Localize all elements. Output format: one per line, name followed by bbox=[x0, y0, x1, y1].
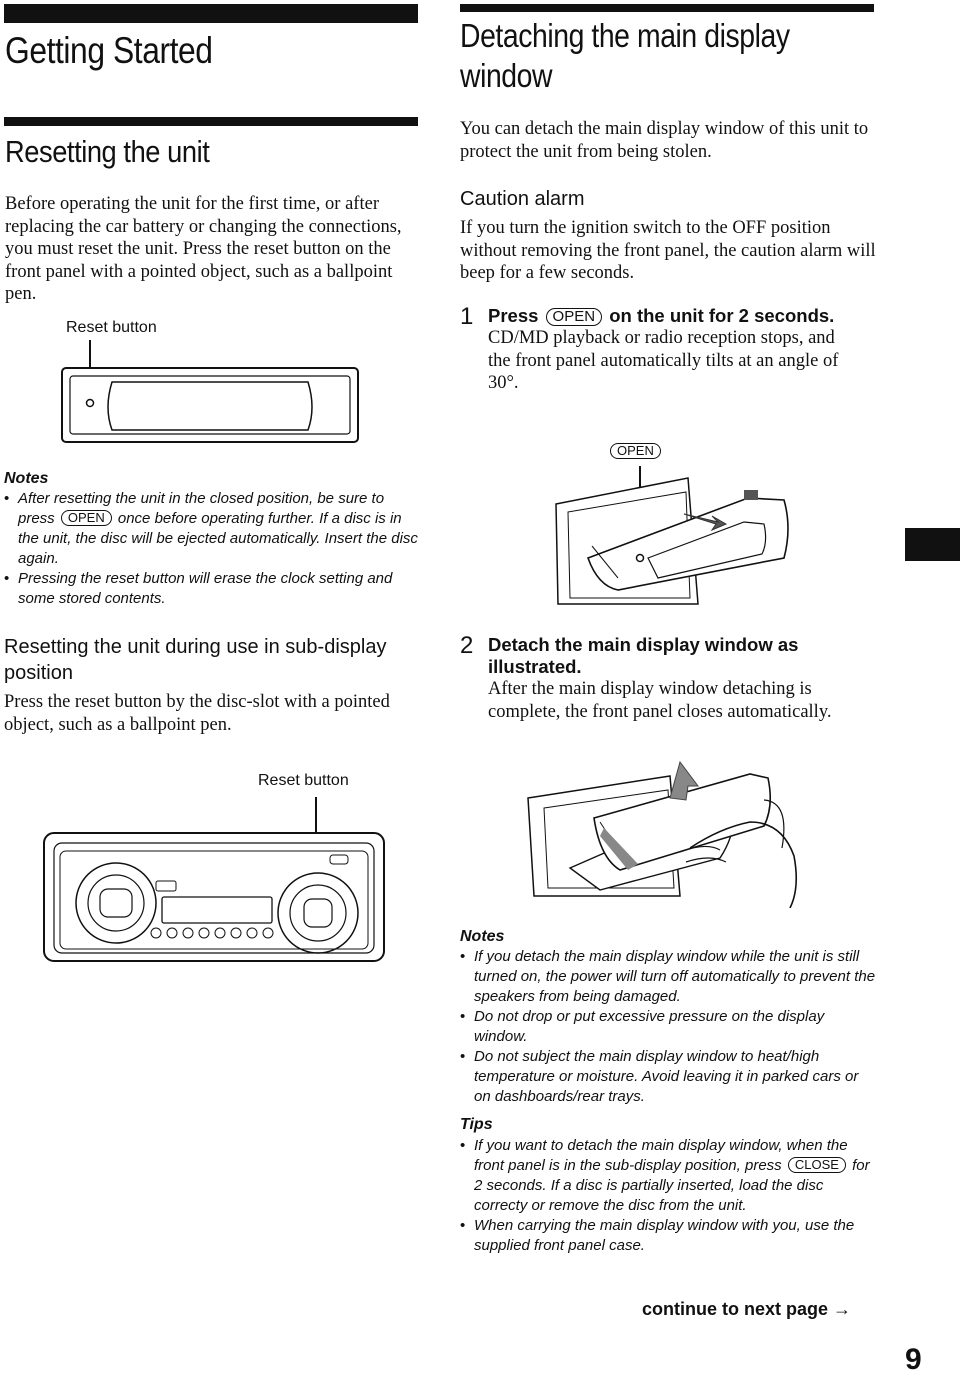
step-2-title: Detach the main display window as illust… bbox=[488, 634, 799, 677]
rule-reset bbox=[4, 117, 418, 126]
note-item: Do not subject the main display window t… bbox=[460, 1047, 876, 1107]
step-1-body: CD/MD playback or radio reception stops,… bbox=[488, 328, 839, 393]
note-item: If you detach the main display window wh… bbox=[460, 947, 876, 1007]
note-text: After resetting the unit in the closed p… bbox=[18, 490, 385, 527]
top-rule-right bbox=[460, 4, 874, 12]
notes-title-left: Notes bbox=[4, 470, 49, 487]
subdisplay-body: Press the reset button by the disc-slot … bbox=[4, 692, 390, 735]
section-tab bbox=[905, 528, 960, 561]
tips-title: Tips bbox=[460, 1116, 493, 1133]
detach-heading-line2: window bbox=[460, 57, 553, 94]
note-text: Do not drop or put excessive pressure on… bbox=[474, 1008, 825, 1045]
arrow-right-icon: → bbox=[833, 1299, 852, 1319]
note-text: once before operating further. If a disc… bbox=[18, 510, 418, 567]
tip-text: When carrying the main display window wi… bbox=[474, 1217, 855, 1254]
note-item: After resetting the unit in the closed p… bbox=[4, 489, 420, 569]
caution-body: If you turn the ignition switch to the O… bbox=[460, 218, 876, 283]
notes-title-right: Notes bbox=[460, 928, 505, 945]
tip-item: When carrying the main display window wi… bbox=[460, 1216, 876, 1256]
reset-button-label: Reset button bbox=[66, 319, 157, 336]
note-item: Do not drop or put excessive pressure on… bbox=[460, 1007, 876, 1047]
reset-body: Before operating the unit for the first … bbox=[5, 194, 402, 304]
step-1-number: 1 bbox=[460, 303, 474, 330]
front-panel-subdisplay-illustration bbox=[43, 797, 385, 962]
continue-text: continue to next page bbox=[642, 1299, 829, 1319]
step-2-number: 2 bbox=[460, 632, 474, 659]
tip-item: If you want to detach the main display w… bbox=[460, 1136, 876, 1216]
subdisplay-heading: Resetting the unit during use in sub-dis… bbox=[4, 636, 387, 684]
close-key: CLOSE bbox=[787, 1157, 846, 1173]
panel-tilt-illustration bbox=[555, 466, 789, 605]
tip-text: If you want to detach the main display w… bbox=[474, 1137, 848, 1174]
page-number: 9 bbox=[905, 1343, 922, 1376]
open-key: OPEN bbox=[60, 510, 112, 526]
note-text: If you detach the main display window wh… bbox=[474, 948, 876, 1005]
detach-heading-line1: Detaching the main display bbox=[460, 17, 790, 54]
note-text: Pressing the reset button will erase the… bbox=[18, 570, 393, 607]
open-key: OPEN bbox=[545, 308, 603, 326]
step-2-body: After the main display window detaching … bbox=[488, 679, 832, 722]
detach-window-illustration bbox=[527, 760, 798, 908]
front-panel-closed-illustration bbox=[61, 340, 359, 443]
reset-button-label-2: Reset button bbox=[258, 772, 349, 789]
open-key-callout: OPEN bbox=[610, 443, 661, 459]
reset-heading: Resetting the unit bbox=[5, 134, 210, 169]
tips-list: If you want to detach the main display w… bbox=[460, 1136, 876, 1256]
step-1-text: on the unit for 2 seconds. bbox=[609, 305, 835, 326]
top-rule-left bbox=[4, 4, 418, 23]
note-item: Pressing the reset button will erase the… bbox=[4, 569, 420, 609]
note-text: Do not subject the main display window t… bbox=[474, 1048, 859, 1105]
notes-list-right: If you detach the main display window wh… bbox=[460, 947, 876, 1107]
step-1-text: Press bbox=[488, 305, 539, 326]
step-2: 2 Detach the main display window as illu… bbox=[460, 632, 880, 723]
notes-list-left: After resetting the unit in the closed p… bbox=[4, 489, 420, 609]
tip-text: for 2 seconds. If a disc is partially in… bbox=[474, 1157, 870, 1214]
detach-body: You can detach the main display window o… bbox=[460, 119, 869, 162]
continue-to-next-page: continue to next page → bbox=[642, 1299, 851, 1320]
step-1: 1 Press OPEN on the unit for 2 seconds. … bbox=[460, 303, 880, 395]
section-title: Getting Started bbox=[5, 30, 213, 71]
caution-heading: Caution alarm bbox=[460, 188, 585, 210]
